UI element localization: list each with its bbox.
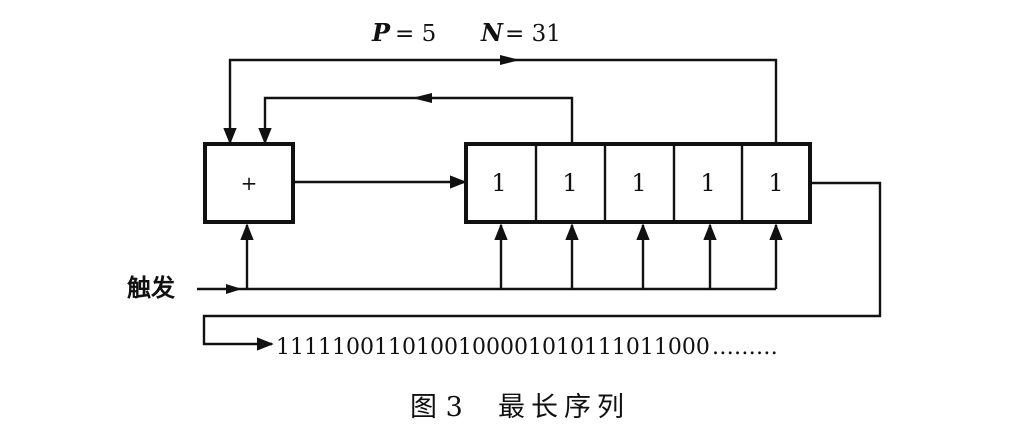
trigger-label: 触发 [127, 274, 175, 302]
p-equation: = 5 [395, 21, 436, 47]
feedback-wire-stage2 [258, 96, 574, 145]
register-cell-4: 1 [700, 169, 715, 197]
figure-caption: 图 3 最长序列 [410, 392, 630, 423]
register-cell-2: 1 [562, 169, 577, 197]
feedback-arrow-marker [500, 55, 520, 65]
trigger-arrow-marker [226, 284, 242, 294]
register-outline [464, 142, 812, 224]
shift-register: 1 1 1 1 1 [464, 142, 812, 224]
adder-label: + [241, 171, 258, 195]
register-cell-1: 1 [491, 169, 506, 197]
n-symbol: N [480, 18, 504, 47]
caption-number: 图 3 [410, 392, 463, 423]
register-cell-3: 1 [631, 169, 646, 197]
adder-box [203, 142, 295, 224]
register-cell-5: 1 [768, 169, 783, 197]
n-equation: = 31 [505, 21, 561, 47]
parameters: P = 5 N = 31 [371, 18, 561, 47]
output-wire [202, 181, 882, 351]
caption-title: 最长序列 [498, 392, 630, 423]
p-symbol: P [371, 18, 391, 47]
feedback-wire-stage5 [223, 58, 778, 145]
trigger-bus: 触发 [127, 223, 783, 302]
output-sequence: 1111100110100100001010111011000……… [276, 335, 778, 360]
feedback-arrow-marker-inner [412, 93, 432, 103]
